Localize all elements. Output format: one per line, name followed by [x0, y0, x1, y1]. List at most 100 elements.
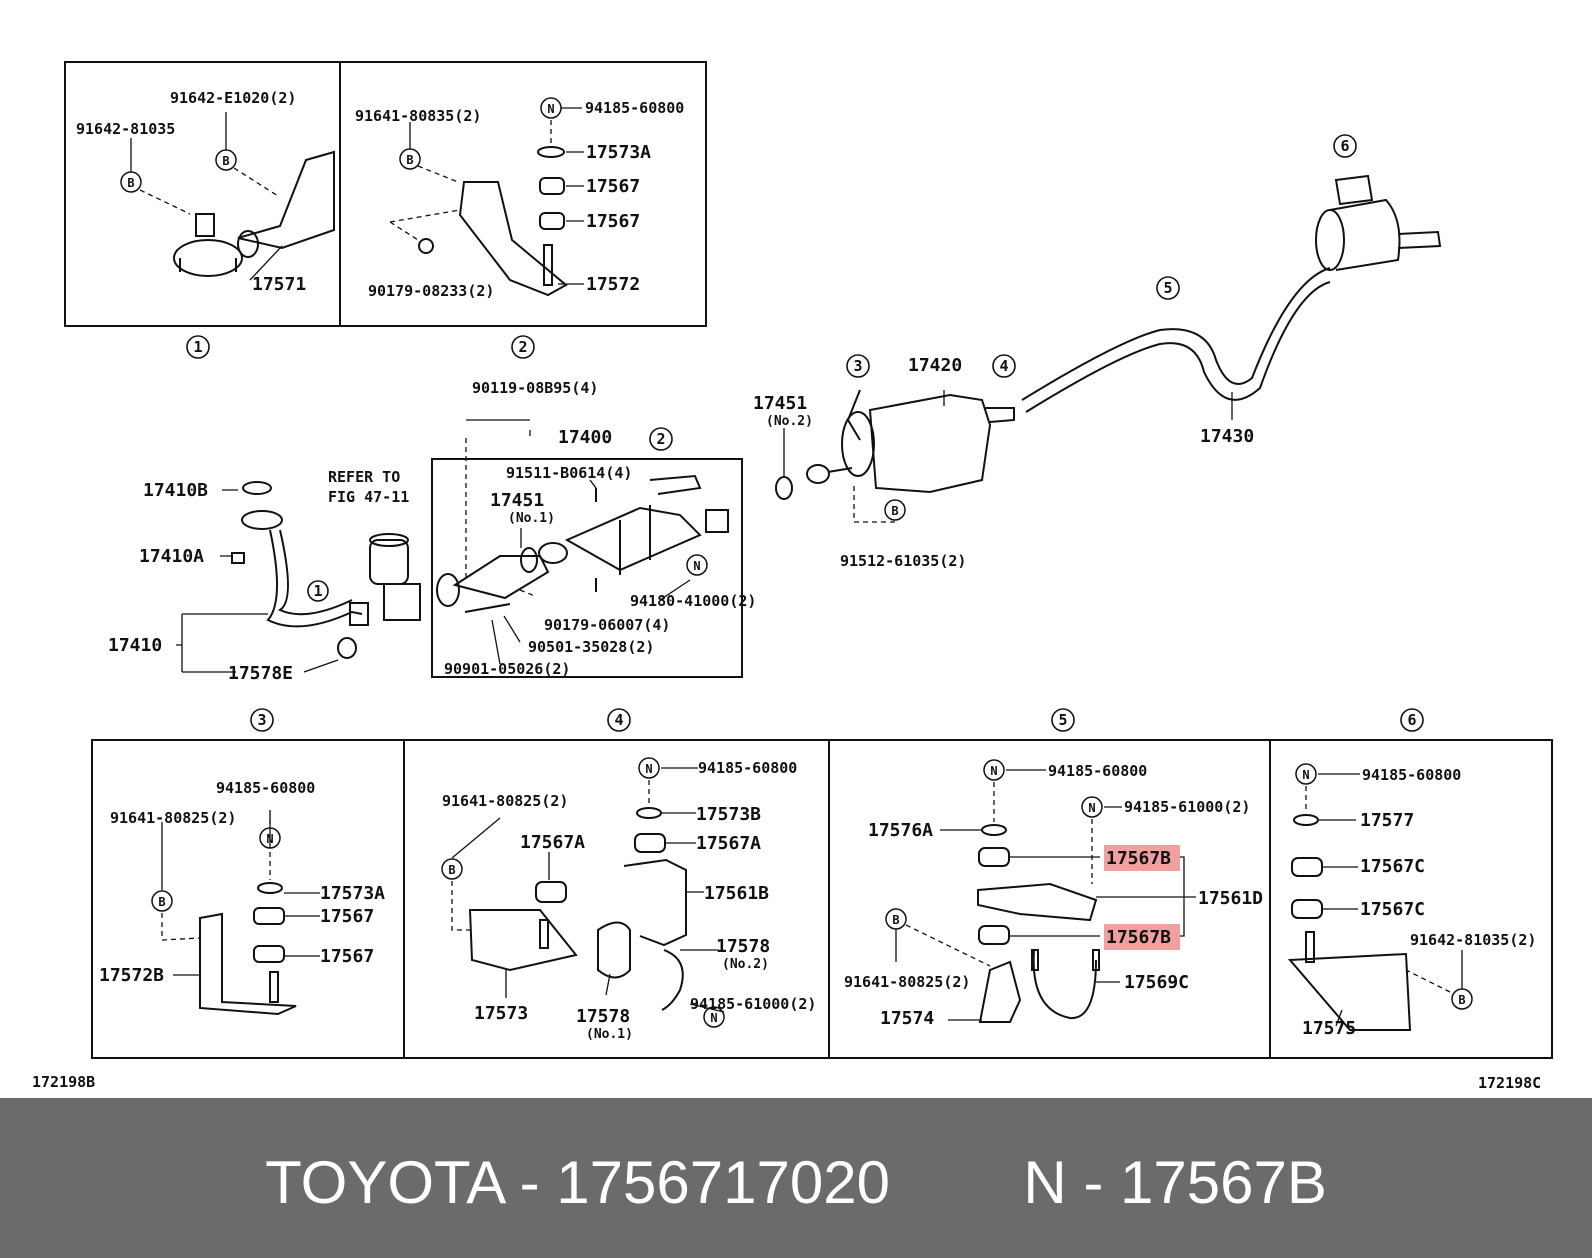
label-17410: 17410 [108, 635, 162, 656]
label-17567b-lower: 17567B [1106, 927, 1171, 948]
label-91642-81035-p6: 91642-81035(2) [1410, 931, 1536, 949]
marker-4: 4 [614, 711, 623, 729]
marker-4-inline: 4 [999, 357, 1008, 375]
marker-6-inline: 6 [1340, 137, 1349, 155]
label-17410a: 17410A [139, 546, 204, 567]
label-17567-p2b: 17567 [586, 211, 640, 232]
svg-text:N: N [693, 559, 700, 573]
label-91641-80825-p3: 91641-80825(2) [110, 809, 236, 827]
label-no1: (No.1) [508, 511, 555, 526]
svg-text:B: B [127, 176, 134, 190]
label-94185-60800-p6: 94185-60800 [1362, 766, 1461, 784]
svg-text:B: B [158, 895, 165, 909]
label-17420: 17420 [908, 355, 962, 376]
label-17573a-p3: 17573A [320, 883, 385, 904]
part-number: 1756717020 [556, 1149, 890, 1216]
part-number-text: TOYOTA - 1756717020 N - 17567B [0, 1148, 1592, 1217]
label-17561d: 17561D [1198, 888, 1263, 909]
label-94180-41000: 94180-41000(2) [630, 592, 756, 610]
converter-box [431, 458, 743, 678]
label-17567a-left: 17567A [520, 832, 585, 853]
label-fig-47-11: FIG 47-11 [328, 488, 409, 506]
marker-2: 2 [518, 338, 527, 356]
label-17451-no2: 17451 [753, 393, 807, 414]
label-no2: (No.2) [766, 414, 813, 429]
position-code: 17567B [1120, 1149, 1327, 1216]
label-94185-61000-p4: 94185-61000(2) [690, 995, 816, 1013]
svg-text:N: N [710, 1011, 717, 1025]
label-91642-81035: 91642-81035 [76, 120, 175, 138]
label-17430: 17430 [1200, 426, 1254, 447]
label-17410b: 17410B [143, 480, 208, 501]
marker-1: 1 [193, 338, 202, 356]
label-refer-to: REFER TO [328, 468, 400, 486]
label-17569c: 17569C [1124, 972, 1189, 993]
highlight-17567b-upper [1104, 845, 1180, 871]
label-94185-60800-p3: 94185-60800 [216, 779, 315, 797]
label-17567c-lower: 17567C [1360, 899, 1425, 920]
label-no1-p4: (No.1) [586, 1027, 633, 1042]
svg-text:B: B [891, 504, 898, 518]
svg-text:B: B [406, 153, 413, 167]
label-91641-80825-p5: 91641-80825(2) [844, 973, 970, 991]
panel-6-box [1269, 739, 1553, 1059]
marker-3: 3 [257, 711, 266, 729]
label-94185-61000-p5: 94185-61000(2) [1124, 798, 1250, 816]
marker-3-inline: 3 [853, 357, 862, 375]
gap [890, 1149, 1023, 1216]
label-91641-80835: 91641-80835(2) [355, 107, 481, 125]
label-17576a: 17576A [868, 820, 933, 841]
label-17451-no1: 17451 [490, 490, 544, 511]
label-no2-p4: (No.2) [722, 957, 769, 972]
svg-text:B: B [222, 154, 229, 168]
svg-text:N: N [990, 764, 997, 778]
label-94185-60800-p2: 94185-60800 [585, 99, 684, 117]
label-17567-p2a: 17567 [586, 176, 640, 197]
label-17573: 17573 [474, 1003, 528, 1024]
label-17572: 17572 [586, 274, 640, 295]
label-17567c-upper: 17567C [1360, 856, 1425, 877]
position-label: N [1023, 1149, 1067, 1216]
marker-5: 5 [1058, 711, 1067, 729]
label-91511-b0614: 91511-B0614(4) [506, 464, 632, 482]
label-17567b-upper: 17567B [1106, 848, 1171, 869]
separator-2: - [1066, 1149, 1121, 1216]
label-17578-no2: 17578 [716, 936, 770, 957]
label-91641-80825-p4: 91641-80825(2) [442, 792, 568, 810]
part-number-banner: TOYOTA - 1756717020 N - 17567B [0, 1098, 1592, 1258]
label-90501-35028: 90501-35028(2) [528, 638, 654, 656]
label-17577: 17577 [1360, 810, 1414, 831]
marker-5-inline: 5 [1163, 279, 1172, 297]
svg-text:N: N [1302, 768, 1309, 782]
label-17574: 17574 [880, 1008, 934, 1029]
label-94185-60800-p5: 94185-60800 [1048, 762, 1147, 780]
label-91642-e1020: 91642-E1020(2) [170, 89, 296, 107]
label-17573b: 17573B [696, 804, 761, 825]
label-17567-p3b: 17567 [320, 946, 374, 967]
marker-2-inline: 2 [656, 430, 665, 448]
label-17578-no1: 17578 [576, 1006, 630, 1027]
label-90901-05026: 90901-05026(2) [444, 660, 570, 678]
highlight-17567b-lower [1104, 924, 1180, 950]
label-17567-p3a: 17567 [320, 906, 374, 927]
svg-text:B: B [448, 863, 455, 877]
label-90179-06007: 90179-06007(4) [544, 616, 670, 634]
label-17567a-right: 17567A [696, 833, 761, 854]
separator: - [502, 1149, 557, 1216]
svg-text:N: N [547, 102, 554, 116]
label-91512-61035: 91512-61035(2) [840, 552, 966, 570]
label-17572b: 17572B [99, 965, 164, 986]
svg-text:B: B [1458, 993, 1465, 1007]
panel-2-box [339, 61, 707, 327]
figure-code-right: 172198C [1478, 1074, 1541, 1092]
marker-1-inline: 1 [313, 582, 322, 600]
label-17575: 17575 [1302, 1018, 1356, 1039]
marker-6: 6 [1407, 711, 1416, 729]
label-17561b: 17561B [704, 883, 769, 904]
label-17578e: 17578E [228, 663, 293, 684]
svg-text:N: N [645, 762, 652, 776]
label-17573a-p2: 17573A [586, 142, 651, 163]
exhaust-parts-diagram: 1 2 3 4 5 6 1 2 3 4 5 6 B B B N N B N B … [32, 61, 1553, 1092]
label-90119-08b95: 90119-08B95(4) [472, 379, 598, 397]
